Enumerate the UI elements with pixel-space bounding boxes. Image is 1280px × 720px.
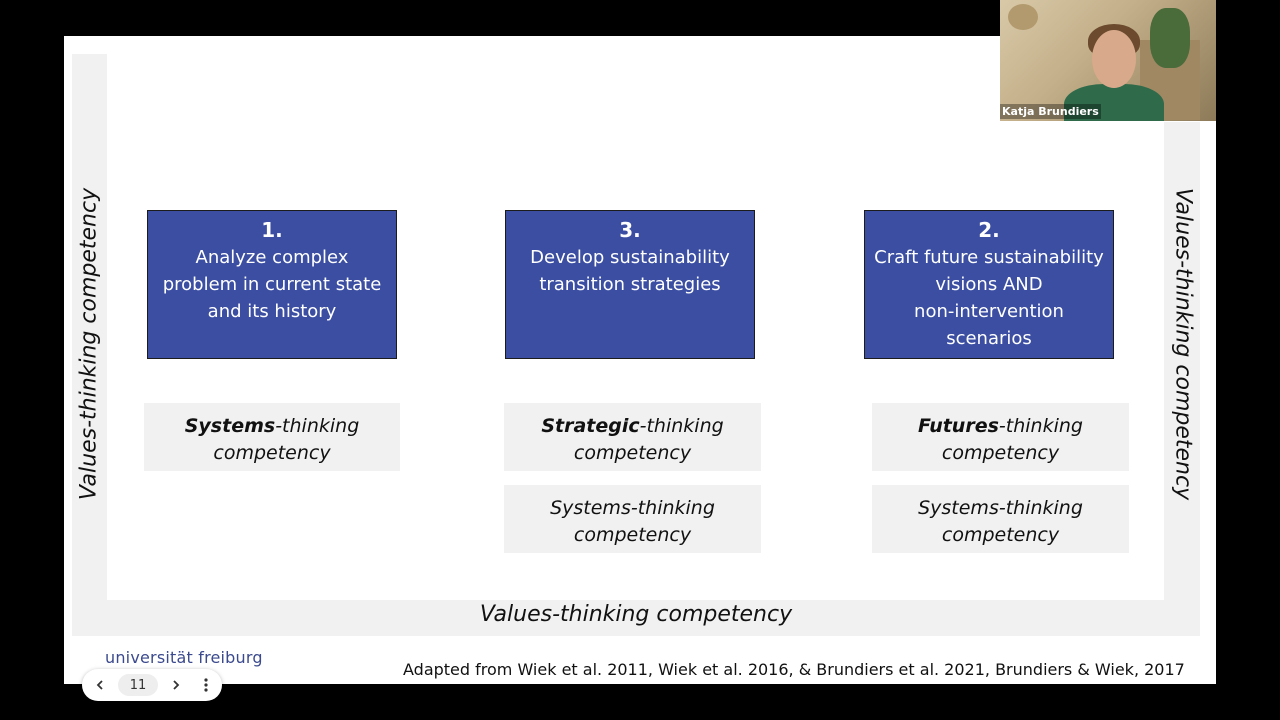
competency-line2: competency <box>941 524 1060 546</box>
person-head <box>1092 30 1136 88</box>
strategic-thinking-competency: Strategic-thinking competency <box>504 403 761 471</box>
competency-bold: Strategic <box>541 415 640 437</box>
competency-rest: -thinking <box>639 415 724 437</box>
person-body <box>1064 84 1164 121</box>
values-label-left: Values-thinking competency <box>76 187 102 501</box>
competency-bold: Futures <box>918 415 999 437</box>
values-frame-bottom <box>72 600 1200 636</box>
step-box-1: 1. Analyze complex problem in current st… <box>147 210 397 359</box>
competency-line2: competency <box>941 442 1060 464</box>
participant-name: Katja Brundiers <box>1000 104 1101 119</box>
step-box-3: 3. Develop sustainability transition str… <box>505 210 755 359</box>
values-frame-left <box>72 54 107 634</box>
plant-shape <box>1150 8 1190 68</box>
chevron-right-icon[interactable] <box>158 679 194 691</box>
competency-bold: Systems <box>184 415 276 437</box>
competency-rest: -thinking <box>275 415 360 437</box>
page-number: 11 <box>118 674 158 696</box>
competency-line2: competency <box>573 442 692 464</box>
participant-video[interactable] <box>1000 0 1216 121</box>
citation-text: Adapted from Wiek et al. 2011, Wiek et a… <box>403 660 1185 679</box>
step-number: 1. <box>261 218 283 242</box>
values-label-right: Values-thinking competency <box>1170 187 1196 501</box>
competency-line1: Systems-thinking <box>550 497 715 519</box>
values-frame-right <box>1164 122 1200 634</box>
lamp-shape <box>1008 4 1038 30</box>
step-text: Develop sustainability transition strate… <box>530 247 730 295</box>
step-number: 3. <box>619 218 641 242</box>
competency-rest: -thinking <box>998 415 1083 437</box>
systems-thinking-competency-secondary: Systems-thinking competency <box>504 485 761 553</box>
step-number: 2. <box>978 218 1000 242</box>
competency-line1: Systems-thinking <box>918 497 1083 519</box>
university-logo: universität freiburg <box>105 648 263 667</box>
step-text: Analyze complex problem in current state… <box>162 247 382 322</box>
presentation-slide: Values-thinking competency Values-thinki… <box>64 36 1216 684</box>
chevron-left-icon[interactable] <box>82 679 118 691</box>
more-vertical-icon[interactable] <box>194 678 218 692</box>
futures-thinking-competency: Futures-thinking competency <box>872 403 1129 471</box>
values-label-bottom: Values-thinking competency <box>479 602 793 627</box>
systems-thinking-competency: Systems-thinking competency <box>144 403 400 471</box>
competency-line2: competency <box>213 442 331 464</box>
step-text: Craft future sustainability visions AND … <box>874 247 1104 349</box>
systems-thinking-competency-secondary: Systems-thinking competency <box>872 485 1129 553</box>
competency-line2: competency <box>573 524 692 546</box>
slide-controls: 11 <box>82 669 222 701</box>
step-box-2: 2. Craft future sustainability visions A… <box>864 210 1114 359</box>
